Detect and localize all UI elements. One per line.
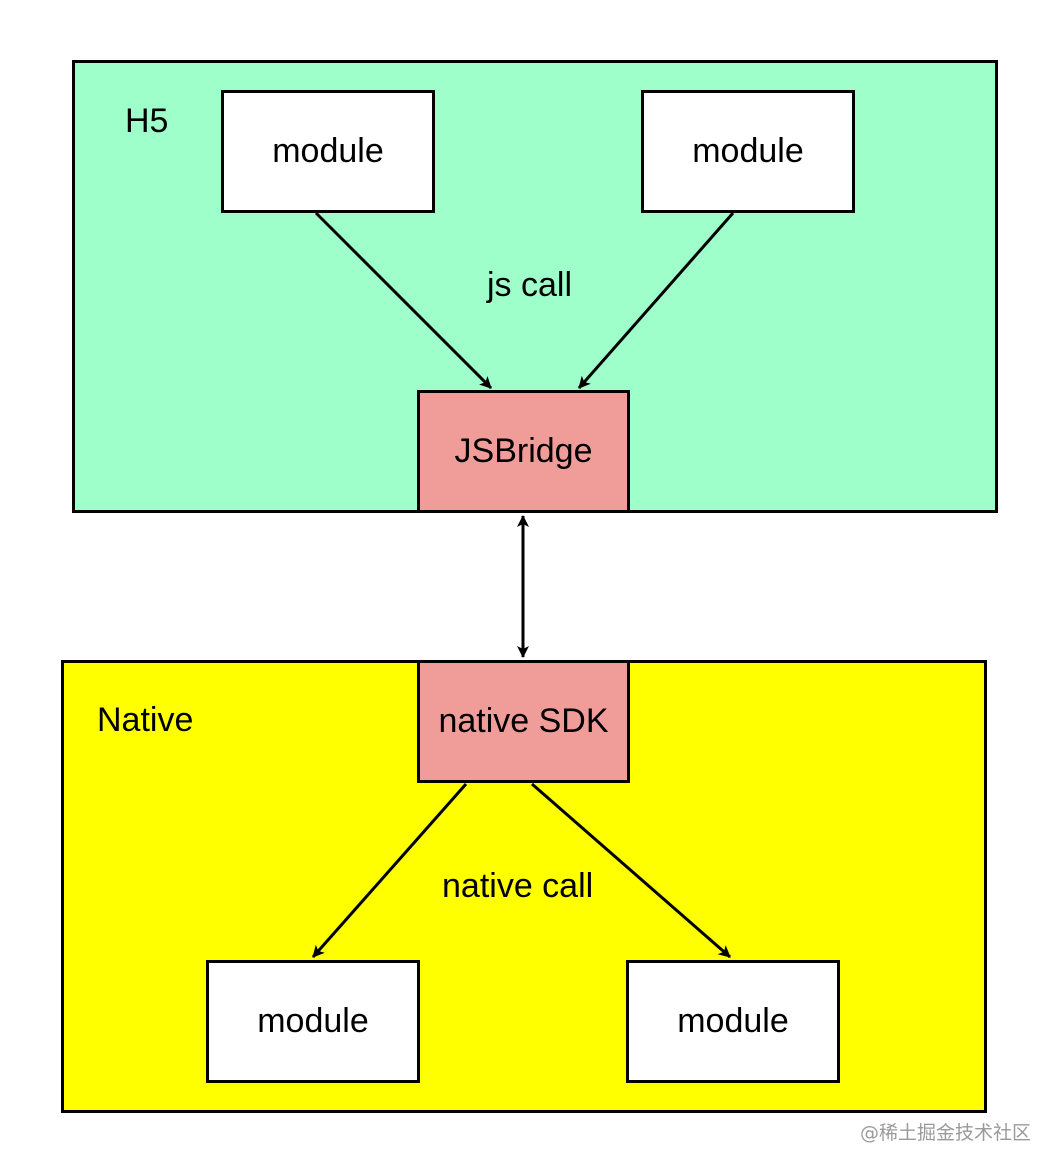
watermark: @稀土掘金技术社区 — [859, 1122, 1031, 1144]
h5-module-left: module — [221, 90, 435, 213]
native-sdk-node: native SDK — [417, 660, 630, 783]
native-module-right: module — [626, 960, 840, 1083]
h5-module-right: module — [641, 90, 855, 213]
js-call-label: js call — [487, 266, 573, 304]
jsbridge-node: JSBridge — [417, 390, 630, 513]
native-label: Native — [97, 701, 194, 739]
native-module-left: module — [206, 960, 420, 1083]
native-call-label: native call — [442, 867, 594, 905]
h5-label: H5 — [125, 102, 169, 140]
